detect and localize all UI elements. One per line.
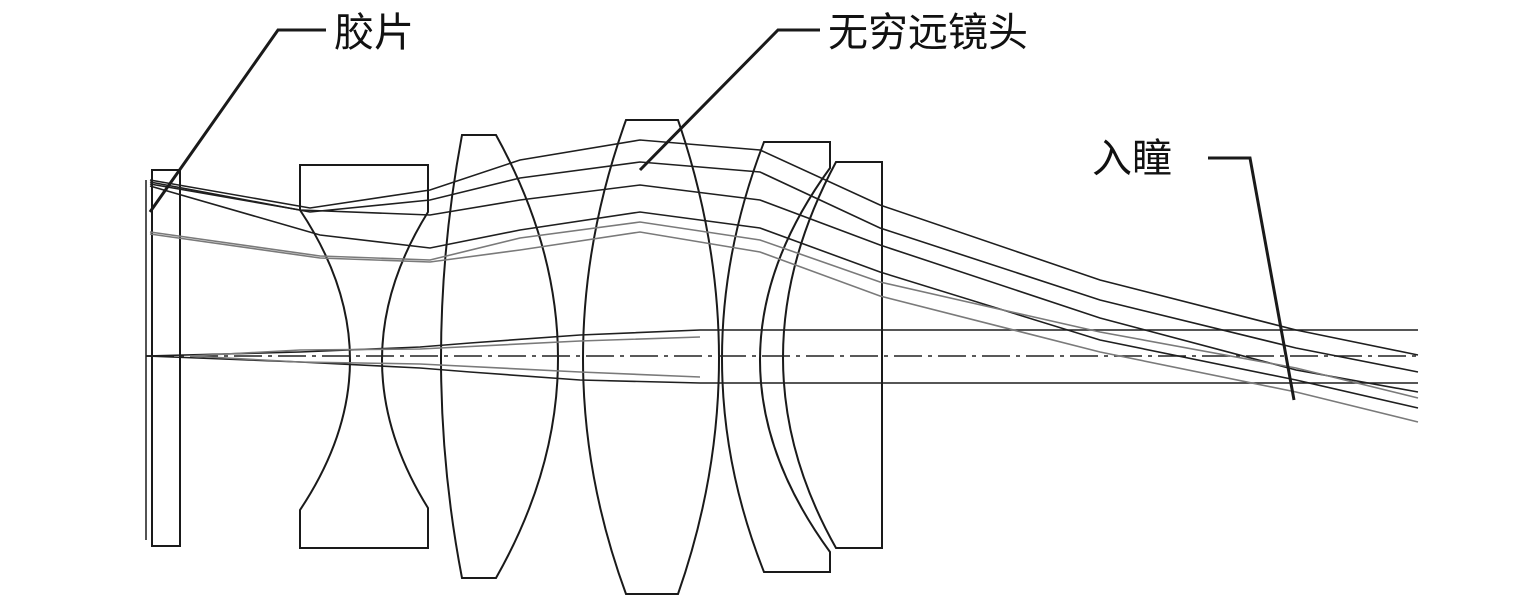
lens-label: 无穷远镜头 (828, 10, 1028, 56)
axial-ray-bundle (145, 329, 1418, 384)
lens-element-5 (782, 161, 883, 549)
film-label: 胶片 (334, 10, 414, 56)
entrance-pupil-leader-line (1208, 156, 1296, 401)
film-plate (145, 169, 181, 547)
lens-element-1 (299, 164, 429, 549)
film-leader-line (148, 28, 326, 213)
off-axis-ray-bundle (149, 139, 1419, 423)
entrance-pupil-label: 入瞳 (1092, 136, 1172, 182)
lens-leader-line (638, 28, 820, 172)
lens-element-3 (582, 119, 720, 595)
